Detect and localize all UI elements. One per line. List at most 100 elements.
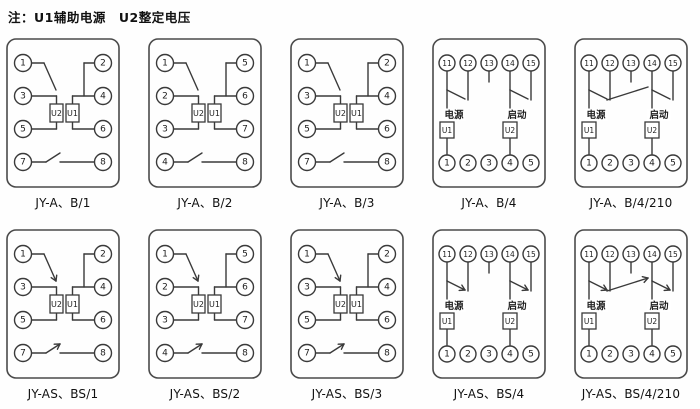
terminal: [155, 152, 175, 172]
terminal: [643, 54, 661, 72]
terminal: [155, 53, 175, 73]
terminal-number: 7: [242, 125, 248, 135]
terminal: [235, 310, 255, 330]
terminal-number: 5: [304, 316, 310, 326]
terminal-number: 13: [484, 250, 494, 259]
terminal-number: 6: [242, 92, 248, 102]
terminal: [377, 343, 397, 363]
terminal: [480, 154, 498, 172]
contact-blade: [43, 253, 57, 282]
label-backing: [442, 108, 466, 122]
terminal-number: 12: [463, 59, 473, 68]
terminal: [235, 343, 255, 363]
terminal-number: 1: [162, 59, 168, 69]
terminal: [622, 345, 640, 363]
terminal: [235, 277, 255, 297]
unit-label: U2: [51, 109, 62, 118]
terminal-number: 7: [242, 316, 248, 326]
terminal: [155, 86, 175, 106]
terminal-number: 4: [507, 350, 513, 360]
unit-label: U1: [442, 317, 452, 326]
contact-blade: [588, 89, 608, 100]
terminal-number: 15: [668, 250, 678, 259]
terminal: [377, 277, 397, 297]
unit-label: U1: [351, 300, 362, 309]
terminal: [438, 245, 456, 263]
terminal-number: 5: [304, 125, 310, 135]
diagram-caption: JY-A、B/3: [319, 196, 375, 210]
contact-blade: [329, 152, 345, 163]
terminal-number: 8: [384, 158, 390, 168]
unit-box: [581, 121, 597, 139]
diagram-border: [6, 38, 120, 188]
unit-label: U1: [584, 126, 594, 135]
terminal-number: 7: [304, 349, 310, 359]
terminal: [480, 345, 498, 363]
terminal: [480, 54, 498, 72]
terminal-number: 15: [526, 250, 536, 259]
diagram-caption: JY-A、B/1: [35, 196, 91, 210]
label-backing: [442, 299, 466, 313]
terminal: [297, 119, 317, 139]
terminal: [155, 277, 175, 297]
contact-blade: [509, 89, 529, 100]
unit-box: [439, 121, 455, 139]
terminal: [297, 310, 317, 330]
terminal-number: 2: [384, 250, 390, 260]
unit-box: [333, 103, 348, 123]
terminal-number: 2: [465, 159, 471, 169]
terminal-number: 6: [384, 316, 390, 326]
terminal-number: 5: [528, 159, 534, 169]
delay-arrow: [666, 284, 671, 291]
terminal-number: 7: [20, 349, 26, 359]
contact-blade: [185, 62, 199, 91]
terminal: [622, 154, 640, 172]
diagram-caption: JY-A、B/4/210: [589, 196, 673, 210]
delay-arrow: [603, 284, 608, 291]
terminal: [522, 54, 540, 72]
unit-label: U1: [584, 317, 594, 326]
diagram-caption: JY-AS、BS/4/210: [581, 387, 681, 401]
terminal-number: 8: [384, 349, 390, 359]
terminal: [501, 245, 519, 263]
unit-label: U2: [51, 300, 62, 309]
terminal-number: 1: [20, 250, 26, 260]
delay-arrow: [197, 274, 200, 282]
terminal-number: 4: [649, 159, 655, 169]
unit-box: [65, 103, 80, 123]
contact-blade: [446, 89, 466, 100]
terminal-number: 1: [162, 250, 168, 260]
contact-blade: [446, 280, 466, 291]
unit-label: U2: [193, 109, 204, 118]
terminal: [622, 54, 640, 72]
terminal: [664, 54, 682, 72]
terminal-number: 7: [20, 158, 26, 168]
terminal: [459, 345, 477, 363]
terminal-number: 3: [20, 92, 26, 102]
terminal-number: 13: [626, 59, 636, 68]
terminal-number: 5: [20, 316, 26, 326]
contact-blade: [588, 280, 608, 291]
terminal: [93, 343, 113, 363]
terminal: [155, 310, 175, 330]
terminal-number: 1: [586, 350, 592, 360]
unit-box: [207, 294, 222, 314]
terminal: [235, 53, 255, 73]
terminal: [501, 54, 519, 72]
delay-arrow: [334, 276, 341, 282]
terminal-number: 15: [526, 59, 536, 68]
terminal: [297, 53, 317, 73]
contact-blade: [651, 280, 671, 291]
terminal: [155, 119, 175, 139]
terminal-number: 3: [628, 350, 634, 360]
terminal: [601, 245, 619, 263]
terminal: [93, 119, 113, 139]
diagram-border: [574, 38, 688, 188]
